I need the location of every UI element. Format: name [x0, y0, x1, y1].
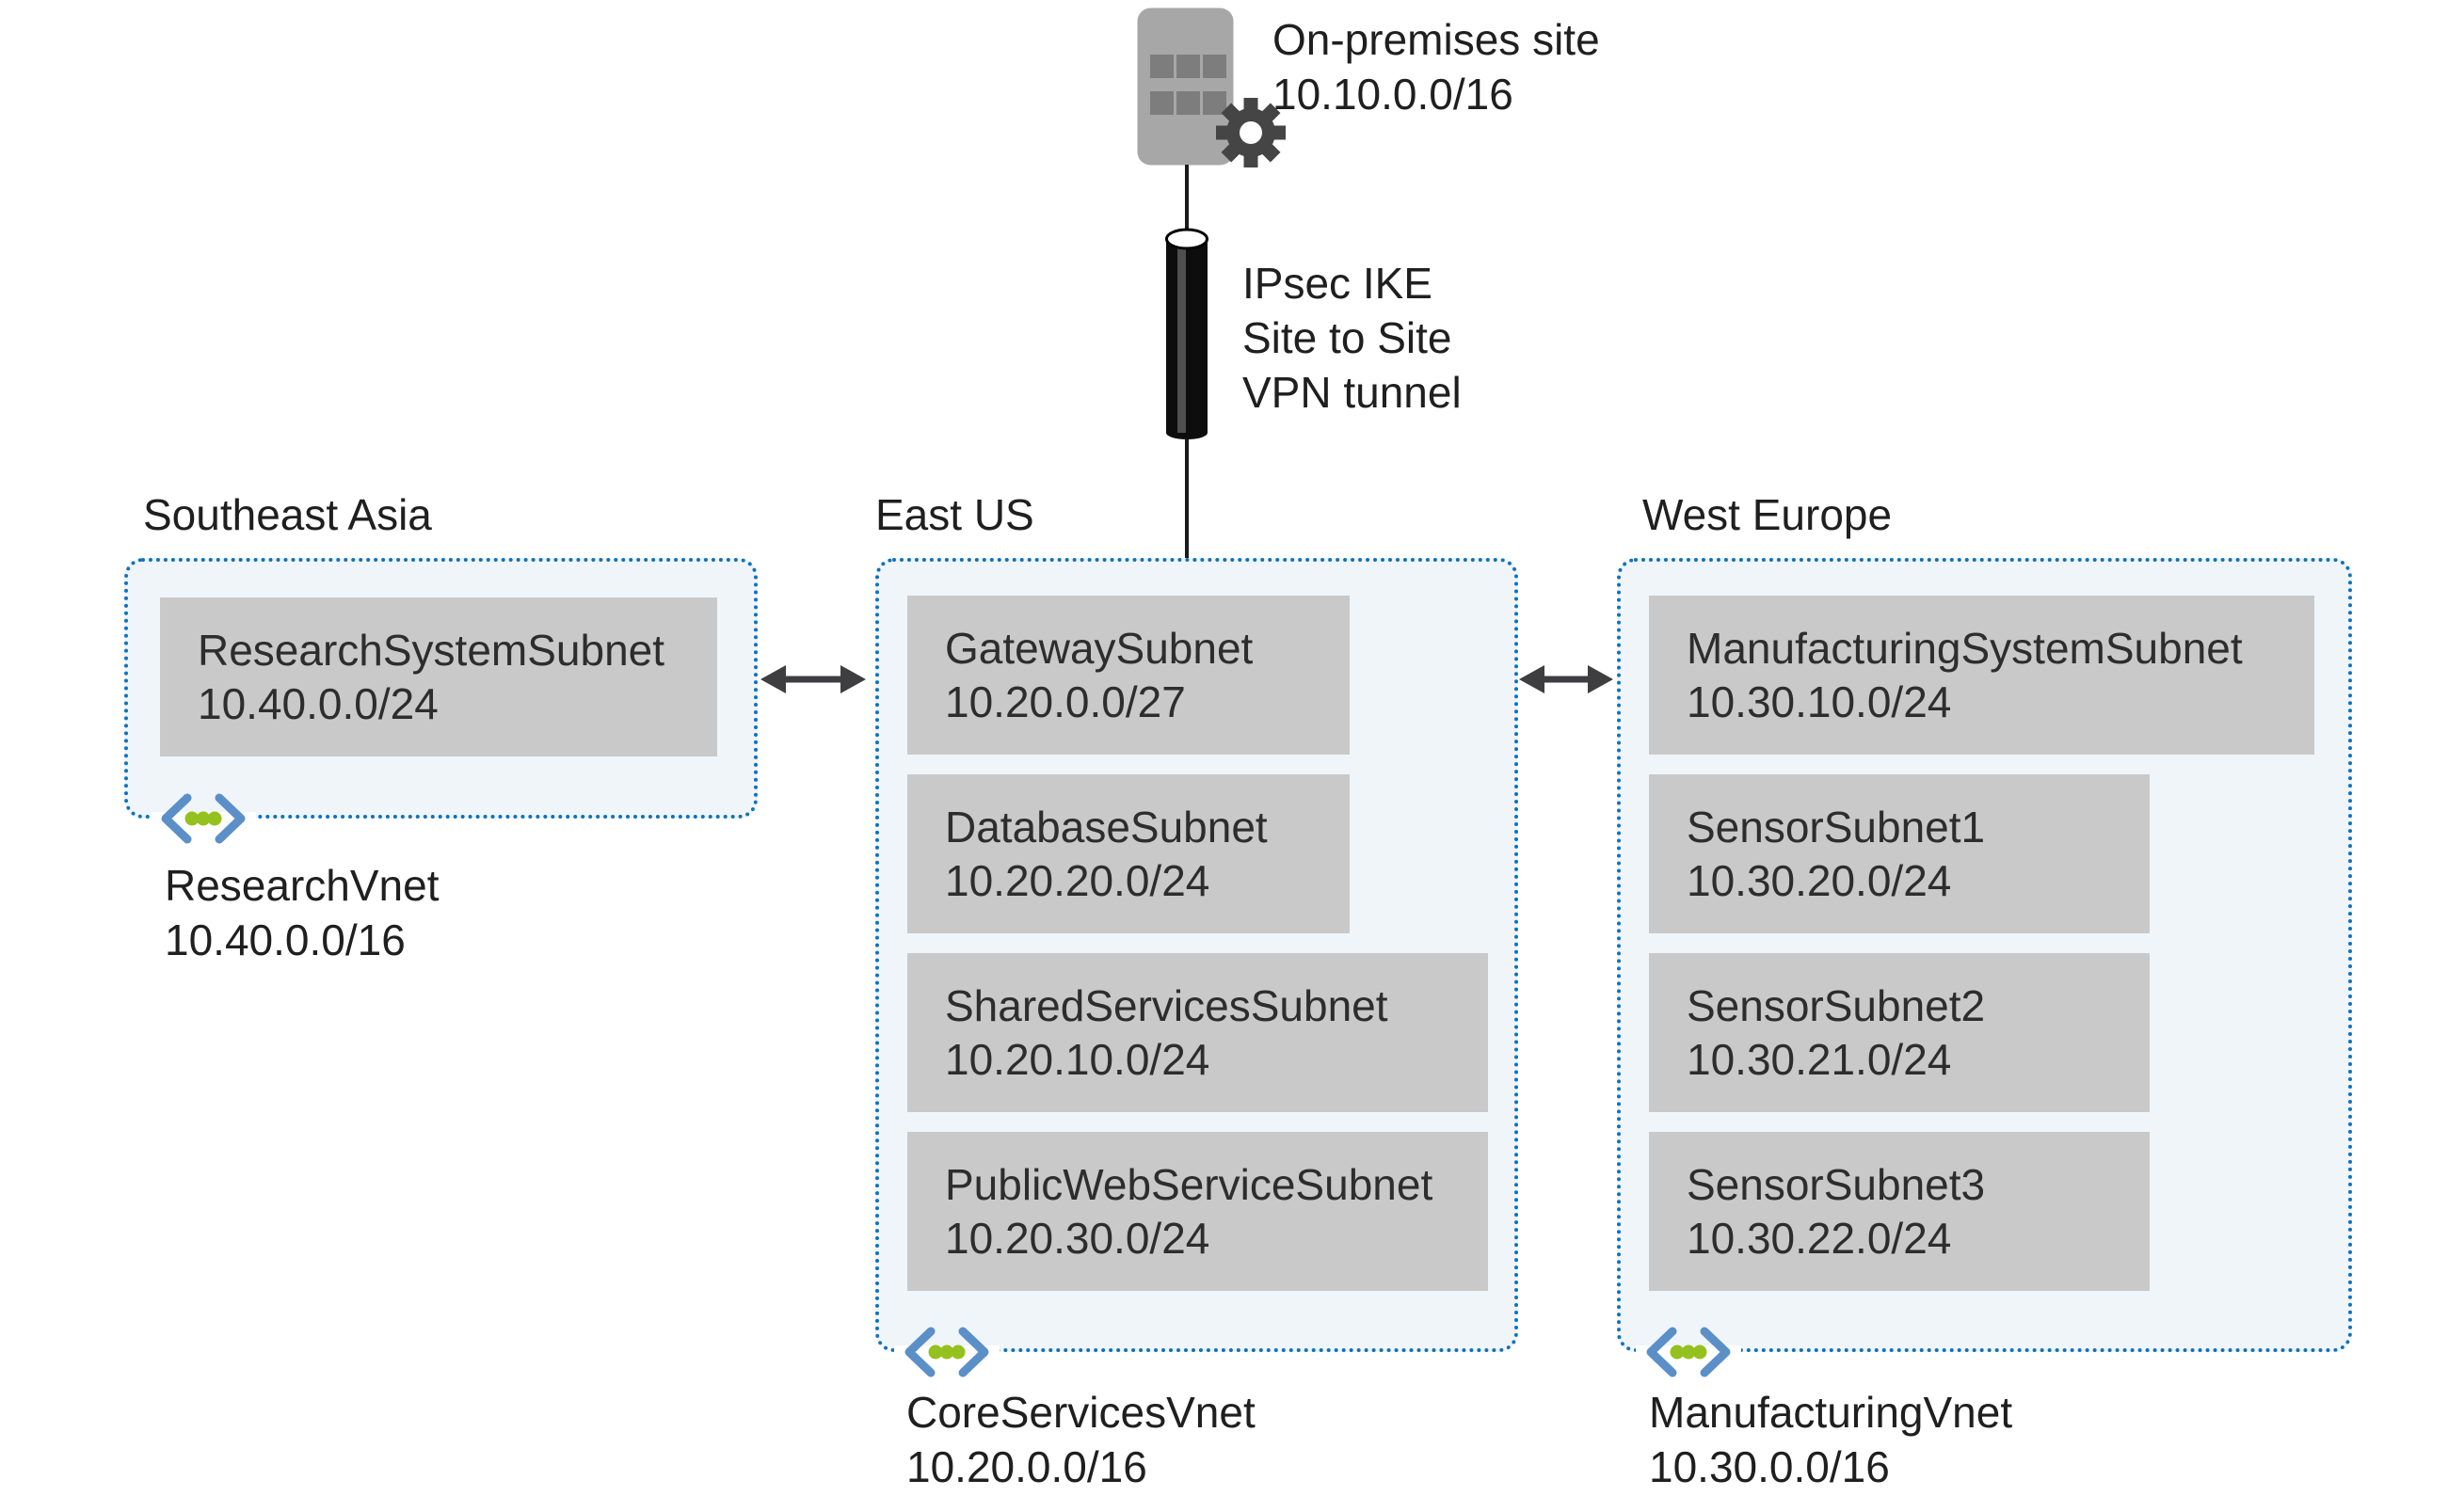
- vpn-label-line-1: IPsec IKE: [1242, 259, 1432, 308]
- vnet-cidr: 10.30.0.0/16: [1649, 1442, 1890, 1491]
- subnet-cidr: 10.20.0.0/27: [945, 676, 1186, 726]
- subnet-name: ManufacturingSystemSubnet: [1687, 623, 2243, 673]
- subnet-publicwebservicesubnet: PublicWebServiceSubnet 10.20.30.0/24: [907, 1132, 1488, 1291]
- subnet-researchsystemsubnet: ResearchSystemSubnet 10.40.0.0/24: [160, 597, 717, 756]
- on-premises-cidr: 10.10.0.0/16: [1272, 70, 1513, 119]
- subnet-sharedservicessubnet: SharedServicesSubnet 10.20.10.0/24: [907, 953, 1488, 1112]
- right-bracket-icon: [1700, 1327, 1731, 1377]
- subnet-name: SensorSubnet1: [1687, 802, 1986, 851]
- on-premises-site-icon: [1137, 8, 1286, 167]
- building-windows: [1150, 55, 1226, 115]
- building-body: [1137, 8, 1234, 166]
- subnet-cidr: 10.20.10.0/24: [945, 1034, 1210, 1084]
- subnet-name: SharedServicesSubnet: [945, 980, 1388, 1030]
- vpn-label-line-2: Site to Site: [1242, 313, 1452, 362]
- vnet-name: ResearchVnet: [165, 861, 440, 910]
- vnet-icon-coreservices: [904, 1327, 989, 1377]
- subnet-gatewaysubnet: GatewaySubnet 10.20.0.0/27: [907, 596, 1350, 755]
- vnet-dots: [184, 811, 222, 826]
- vnet-icon-research: [161, 793, 246, 844]
- region-box-southeast-asia: ResearchSystemSubnet 10.40.0.0/24: [124, 558, 758, 819]
- vpn-label-line-3: VPN tunnel: [1242, 368, 1462, 417]
- peering-arrow-left-icon: [760, 665, 866, 693]
- subnet-manufacturingsystemsubnet: ManufacturingSystemSubnet 10.30.10.0/24: [1649, 596, 2314, 755]
- left-bracket-icon: [904, 1327, 936, 1377]
- subnet-sensorsubnet3: SensorSubnet3 10.30.22.0/24: [1649, 1132, 2150, 1291]
- gear-icon: [1216, 98, 1286, 167]
- subnet-sensorsubnet2: SensorSubnet2 10.30.21.0/24: [1649, 953, 2150, 1112]
- subnet-name: DatabaseSubnet: [945, 802, 1268, 851]
- region-box-east-us: GatewaySubnet 10.20.0.0/27 DatabaseSubne…: [875, 558, 1518, 1352]
- on-premises-label-block: On-premises site 10.10.0.0/16: [1272, 12, 1600, 121]
- vnet-label-manufacturing: ManufacturingVnet 10.30.0.0/16: [1649, 1385, 2012, 1494]
- subnet-name: SensorSubnet3: [1687, 1159, 1986, 1209]
- subnet-cidr: 10.30.22.0/24: [1687, 1213, 1952, 1263]
- vnet-cidr: 10.20.0.0/16: [906, 1442, 1147, 1491]
- subnet-cidr: 10.40.0.0/24: [198, 678, 439, 728]
- subnet-cidr: 10.30.20.0/24: [1687, 855, 1952, 905]
- subnet-name: ResearchSystemSubnet: [198, 625, 665, 675]
- on-premises-title: On-premises site: [1272, 15, 1600, 64]
- left-bracket-icon: [1646, 1327, 1677, 1377]
- subnet-name: GatewaySubnet: [945, 623, 1254, 673]
- right-bracket-icon: [215, 793, 246, 844]
- subnet-cidr: 10.30.21.0/24: [1687, 1034, 1952, 1084]
- region-box-west-europe: ManufacturingSystemSubnet 10.30.10.0/24 …: [1617, 558, 2352, 1352]
- subnet-cidr: 10.20.20.0/24: [945, 855, 1210, 905]
- region-label-southeast-asia: Southeast Asia: [143, 490, 432, 539]
- vpn-tunnel-label-block: IPsec IKE Site to Site VPN tunnel: [1242, 256, 1462, 420]
- vnet-name: ManufacturingVnet: [1649, 1388, 2013, 1437]
- subnet-sensorsubnet1: SensorSubnet1 10.30.20.0/24: [1649, 774, 2150, 933]
- vpn-tunnel-icon: [1165, 228, 1208, 439]
- vnet-label-research: ResearchVnet 10.40.0.0/16: [165, 858, 440, 967]
- subnet-name: PublicWebServiceSubnet: [945, 1159, 1433, 1209]
- right-bracket-icon: [958, 1327, 989, 1377]
- vnet-name: CoreServicesVnet: [906, 1388, 1256, 1437]
- subnet-cidr: 10.30.10.0/24: [1687, 676, 1952, 726]
- vnet-dots: [928, 1345, 966, 1360]
- subnet-cidr: 10.20.30.0/24: [945, 1213, 1210, 1263]
- region-label-east-us: East US: [875, 490, 1034, 539]
- left-bracket-icon: [161, 793, 192, 844]
- vnet-label-coreservices: CoreServicesVnet 10.20.0.0/16: [906, 1385, 1256, 1494]
- vnet-dots: [1670, 1345, 1707, 1360]
- vnet-icon-manufacturing: [1646, 1327, 1731, 1377]
- vnet-cidr: 10.40.0.0/16: [165, 915, 406, 964]
- peering-arrow-right-icon: [1519, 665, 1613, 693]
- subnet-databasesubnet: DatabaseSubnet 10.20.20.0/24: [907, 774, 1350, 933]
- region-label-west-europe: West Europe: [1642, 490, 1893, 539]
- subnet-name: SensorSubnet2: [1687, 980, 1986, 1030]
